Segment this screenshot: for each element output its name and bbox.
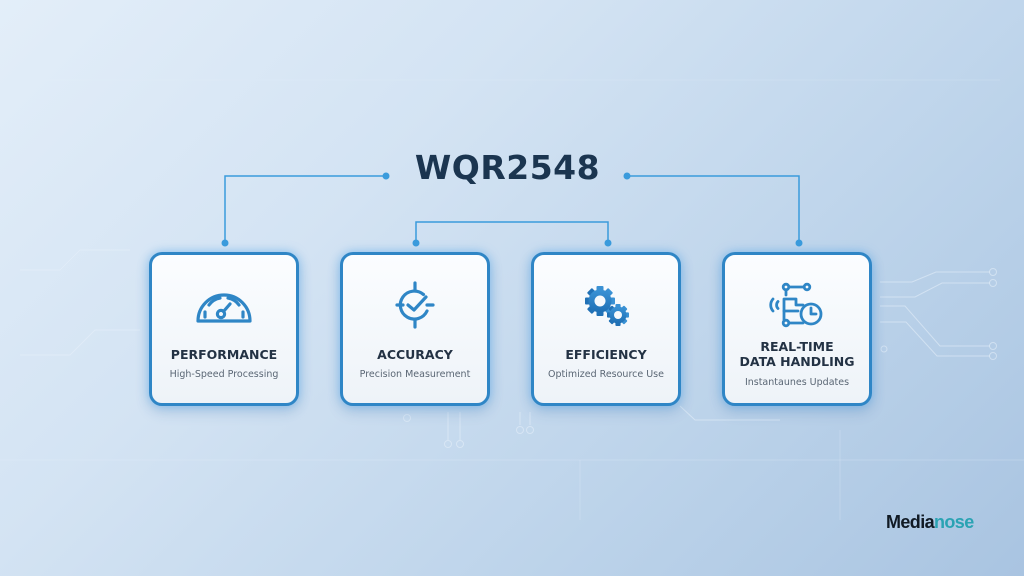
target-check-icon xyxy=(395,281,435,329)
gears-icon xyxy=(585,286,629,326)
card-subtitle: High-Speed Processing xyxy=(169,369,279,380)
card-performance[interactable]: PERFORMANCE High-Speed Processing xyxy=(149,252,299,406)
speedometer-icon xyxy=(196,293,252,323)
card-label: ACCURACY xyxy=(377,347,453,362)
medianose-logo: Medianose xyxy=(886,512,974,533)
logo-text-media: Media xyxy=(886,512,935,532)
card-subtitle: Optimized Resource Use xyxy=(548,369,664,380)
card-label: PERFORMANCE xyxy=(170,347,278,362)
logo-text-nose: nose xyxy=(934,512,974,532)
card-label: EFFICIENCY xyxy=(565,347,647,362)
card-label: REAL-TIME DATA HANDLING xyxy=(739,339,855,369)
product-title: WQR2548 xyxy=(414,148,601,187)
card-subtitle: Precision Measurement xyxy=(359,369,471,380)
card-efficiency[interactable]: EFFICIENCY Optimized Resource Use xyxy=(531,252,681,406)
card-realtime-data-handling[interactable]: REAL-TIME DATA HANDLING Instantaunes Upd… xyxy=(722,252,872,406)
card-accuracy[interactable]: ACCURACY Precision Measurement xyxy=(340,252,490,406)
realtime-data-clock-icon xyxy=(769,282,823,328)
card-subtitle: Instantaunes Updates xyxy=(744,377,850,388)
